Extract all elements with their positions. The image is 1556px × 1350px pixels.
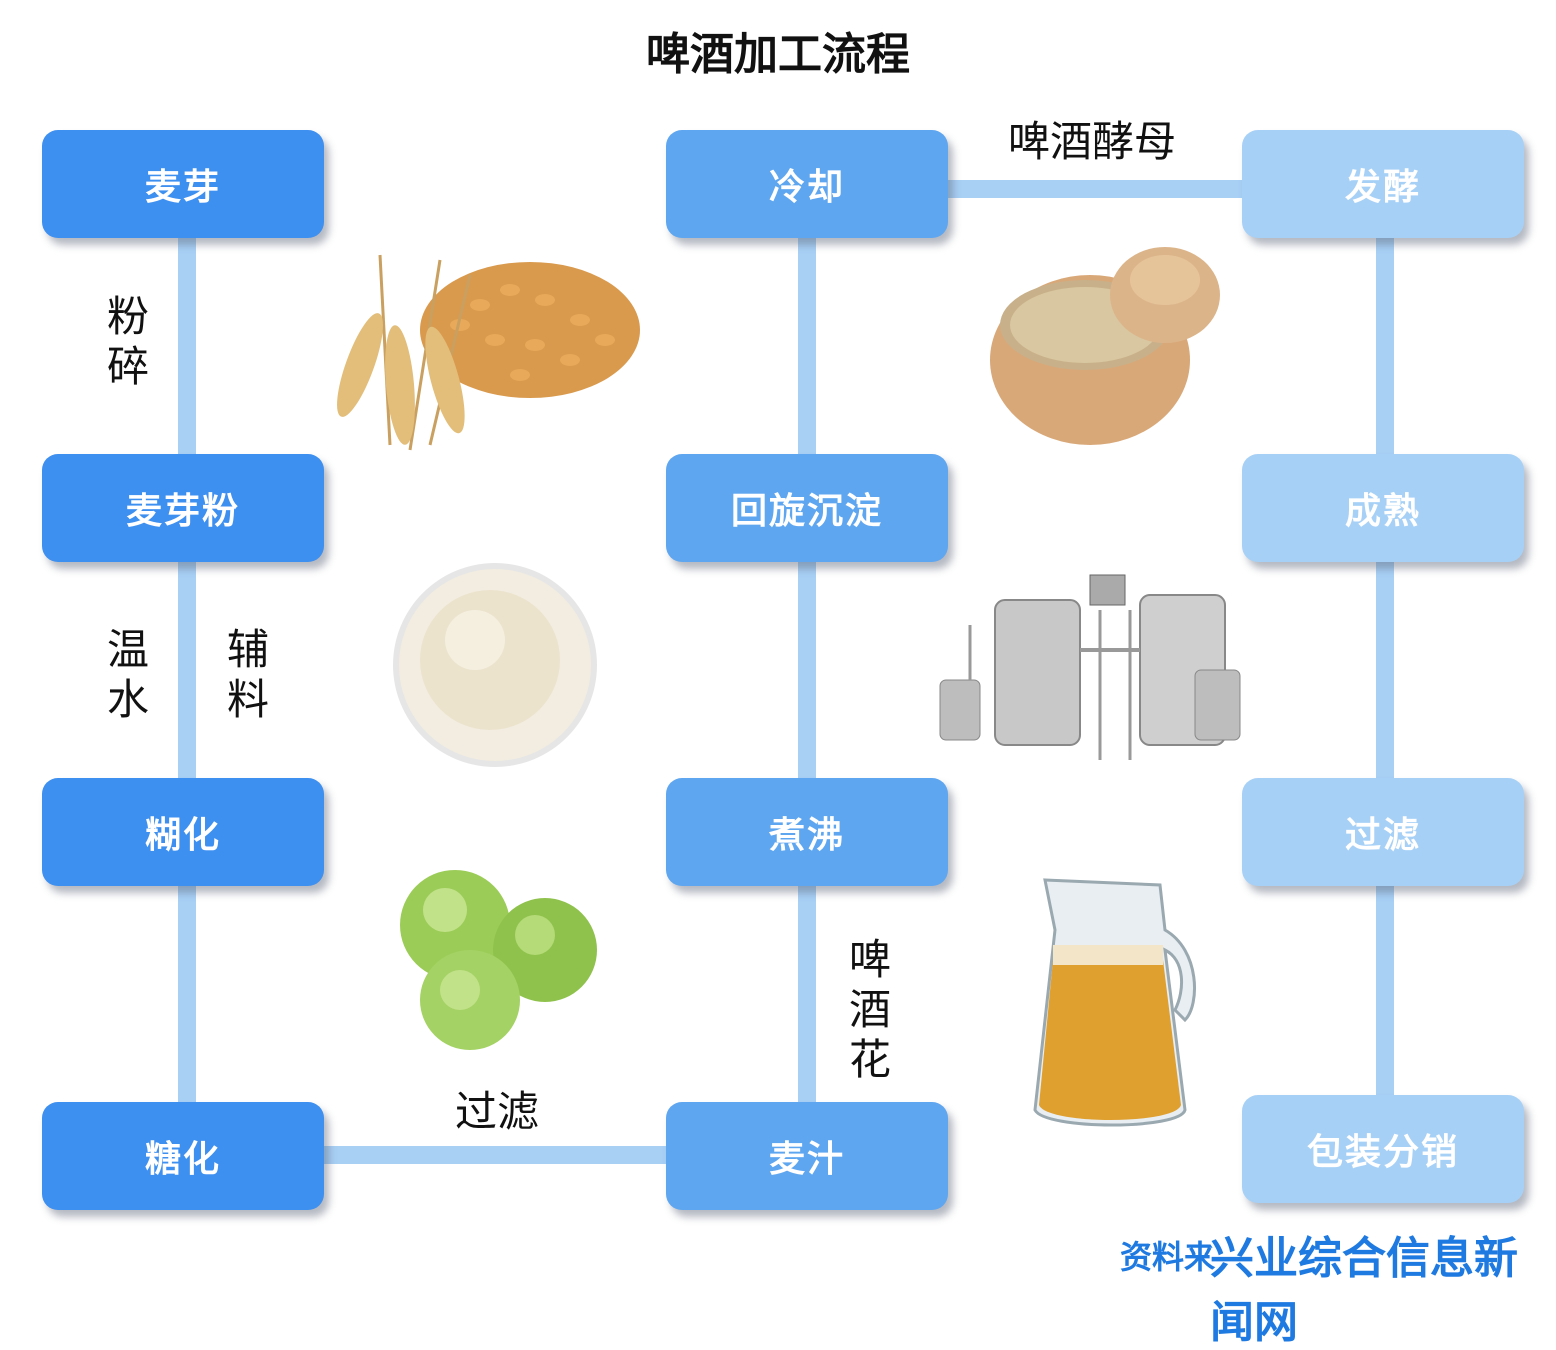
label-pijiuhua: 啤酒花 (848, 935, 891, 1084)
node-zhufei: 煮沸 (666, 778, 948, 886)
hops-image (400, 870, 597, 1050)
label-wenshui: 温水 (106, 625, 149, 724)
label-fensui: 粉碎 (106, 292, 149, 391)
brewing-equipment-image (939, 574, 1241, 760)
connector-col2 (798, 235, 816, 1110)
flour-bowl-image (393, 563, 597, 767)
connector-top (945, 180, 1245, 198)
connector-col1 (178, 235, 196, 1110)
source-text: 资料来 (1120, 1238, 1217, 1276)
yeast-jar-image (990, 247, 1220, 445)
node-chengshu: 成熟 (1242, 454, 1524, 562)
beer-pitcher-image (1033, 878, 1196, 1127)
wheat-malt-image (337, 254, 640, 451)
node-huixuanchendian: 回旋沉淀 (666, 454, 948, 562)
node-lengque: 冷却 (666, 130, 948, 238)
connector-col3 (1376, 235, 1394, 1110)
node-huhua: 糊化 (42, 778, 324, 886)
label-pijiujiaomu: 啤酒酵母 (1008, 117, 1177, 166)
node-fajiao: 发酵 (1242, 130, 1524, 238)
label-guolv-bottom: 过滤 (455, 1087, 540, 1136)
connector-bottom (320, 1146, 672, 1164)
watermark: 兴业综合信息新闻网 (1210, 1233, 1518, 1348)
node-guolv: 过滤 (1242, 778, 1524, 886)
node-maizhi: 麦汁 (666, 1102, 948, 1210)
label-fuliao: 辅料 (226, 625, 269, 724)
node-maiyafen: 麦芽粉 (42, 454, 324, 562)
node-maiya: 麦芽 (42, 130, 324, 238)
node-baozhuangfenxiao: 包装分销 (1242, 1095, 1524, 1203)
page-title: 啤酒加工流程 (646, 29, 910, 80)
node-tanghua: 糖化 (42, 1102, 324, 1210)
